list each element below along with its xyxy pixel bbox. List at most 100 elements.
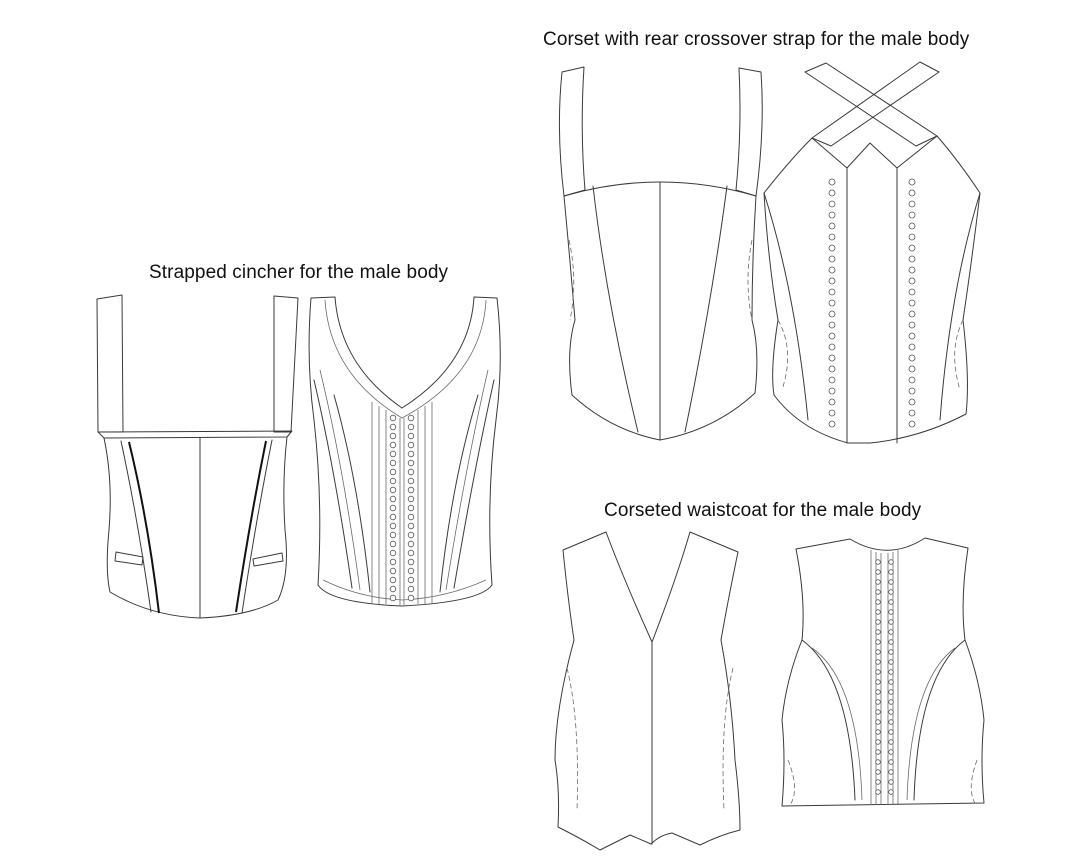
eyelet [908,277,916,285]
eyelet [389,513,397,521]
eyelet [888,679,894,685]
eyelet [875,599,881,605]
eyelet [888,649,894,655]
eyelet [407,594,415,602]
eyelet [389,414,397,422]
eyelet [407,468,415,476]
eyelet [875,649,881,655]
eyelet [908,332,916,340]
eyelet [389,495,397,503]
eyelet [875,759,881,765]
eyelet [828,409,836,417]
eyelet [828,321,836,329]
eyelet [407,558,415,566]
eyelet [828,398,836,406]
eyelet [875,739,881,745]
eyelet [908,222,916,230]
eyelet [888,589,894,595]
eyelet [407,522,415,530]
eyelet [407,486,415,494]
eyelet [407,441,415,449]
waistcoat-eyelets [875,559,894,795]
eyelet [875,569,881,575]
eyelet [888,569,894,575]
eyelet [908,376,916,384]
eyelet [875,769,881,775]
eyelet [908,266,916,274]
eyelet [888,579,894,585]
eyelet [828,332,836,340]
eyelet [407,459,415,467]
eyelet [888,639,894,645]
eyelet [875,749,881,755]
eyelet [828,189,836,197]
eyelet [908,255,916,263]
eyelet [908,299,916,307]
eyelet [389,576,397,584]
eyelet [908,343,916,351]
eyelet [407,504,415,512]
eyelet [888,599,894,605]
eyelet [888,779,894,785]
corset-back-drawing [763,61,981,444]
eyelet [389,432,397,440]
eyelet [407,495,415,503]
eyelet [407,414,415,422]
eyelet [407,513,415,521]
eyelet [908,365,916,373]
eyelet [828,310,836,318]
caption-strapped-cincher: Strapped cincher for the male body [149,262,449,283]
eyelet [908,310,916,318]
eyelet [389,531,397,539]
eyelet [407,585,415,593]
eyelet [828,387,836,395]
eyelet [389,423,397,431]
eyelet [888,759,894,765]
eyelet [407,531,415,539]
eyelet [888,709,894,715]
eyelet [908,321,916,329]
eyelet [828,200,836,208]
eyelet [407,477,415,485]
eyelet [389,468,397,476]
eyelet [875,729,881,735]
eyelet [828,233,836,241]
eyelet [908,244,916,252]
corset-front-drawing [558,66,763,441]
eyelet [828,178,836,186]
waistcoat-back-drawing [781,537,985,807]
eyelet [888,769,894,775]
cincher-back-drawing [308,296,501,607]
eyelet [828,266,836,274]
cincher-eyelets [389,414,415,602]
eyelet [828,299,836,307]
eyelet [888,559,894,565]
eyelet [875,659,881,665]
eyelet [389,594,397,602]
eyelet [875,719,881,725]
eyelet [908,200,916,208]
eyelet [908,354,916,362]
eyelet [407,576,415,584]
eyelet [389,441,397,449]
eyelet [888,749,894,755]
eyelet [908,189,916,197]
eyelet [828,222,836,230]
eyelet [407,549,415,557]
eyelet [875,559,881,565]
eyelet [908,178,916,186]
caption-crossover-corset: Corset with rear crossover strap for the… [543,29,970,50]
eyelet [389,558,397,566]
eyelet [407,450,415,458]
eyelet [828,365,836,373]
eyelet [828,343,836,351]
eyelet [908,211,916,219]
eyelet [389,522,397,530]
eyelet [828,255,836,263]
eyelet [875,709,881,715]
eyelet [908,409,916,417]
eyelet [875,689,881,695]
eyelet [908,398,916,406]
eyelet [875,579,881,585]
eyelet [389,549,397,557]
